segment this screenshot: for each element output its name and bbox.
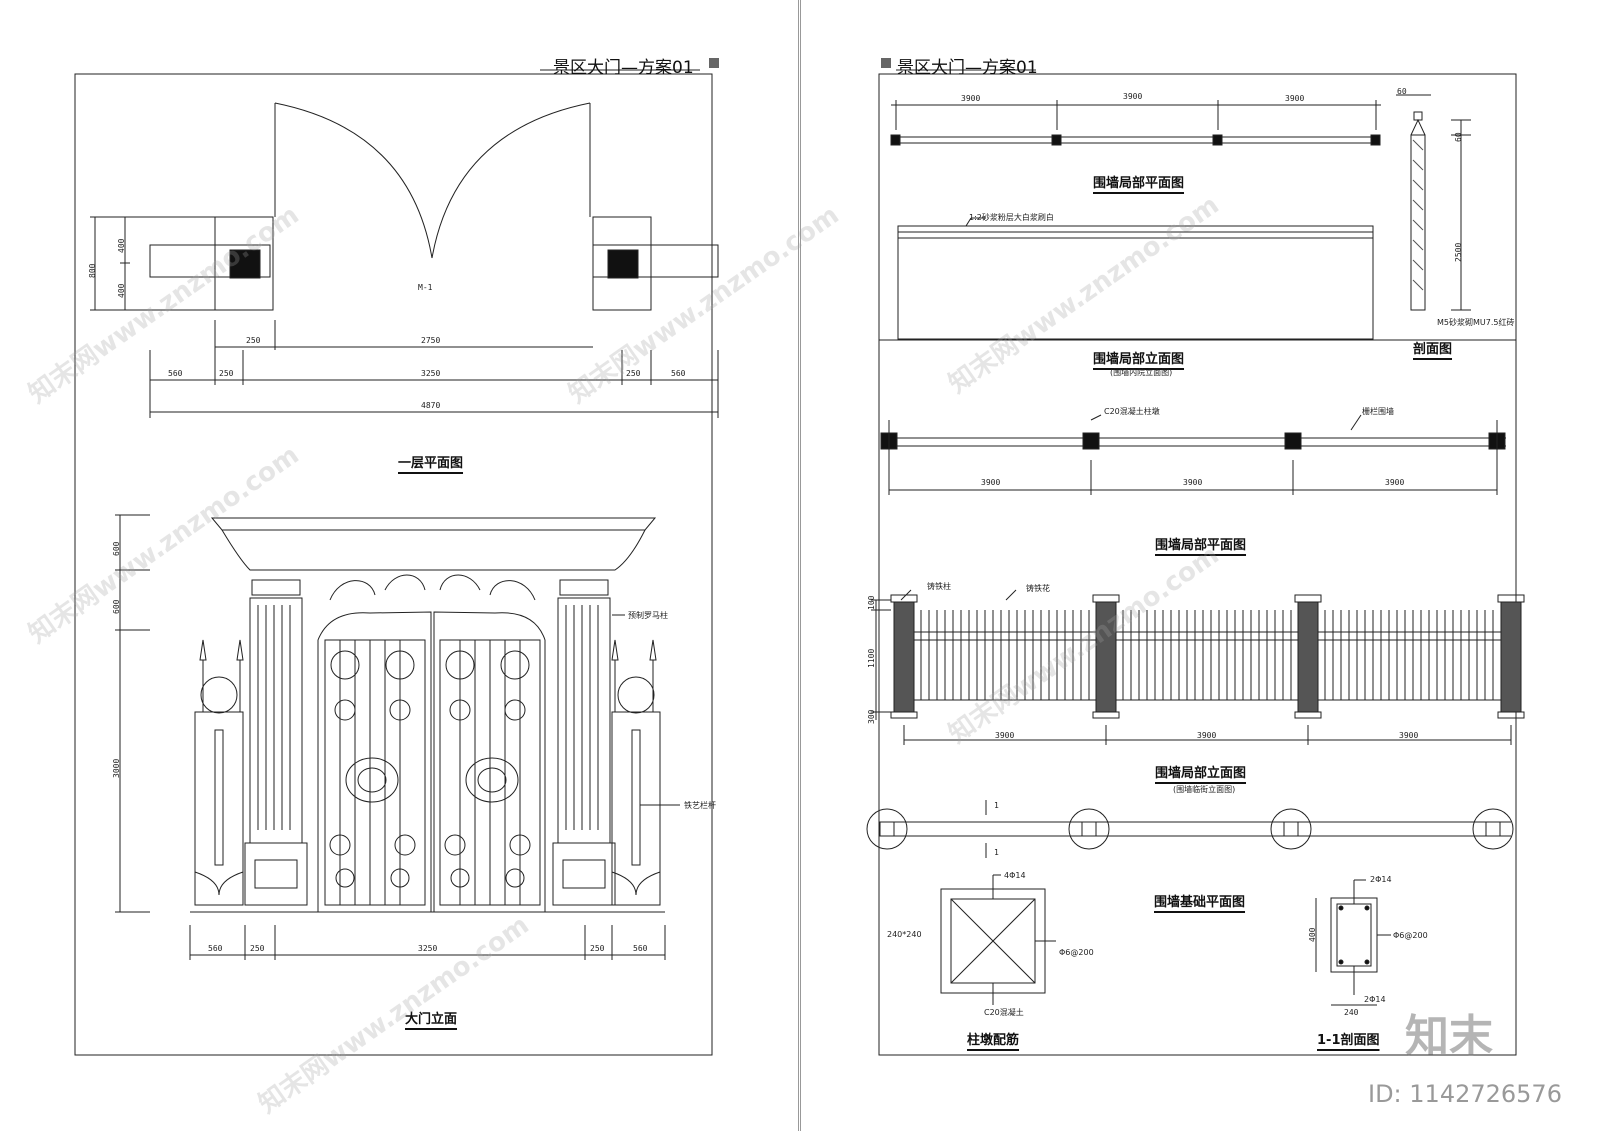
pier-stirrup-note: Φ6@200 [1059, 948, 1094, 957]
plan-dim-3250: 3250 [421, 369, 441, 378]
elev2-caption: 围墙局部立面图 [1155, 766, 1247, 781]
plan2-caption: 围墙局部平面图 [1155, 538, 1247, 553]
plan-dim-2750: 2750 [421, 336, 441, 345]
right-drawing-sheet: 景区大门—方案01 3900 3900 3900 围墙局部平面图 1:2砂浆粉层… [800, 0, 1599, 1131]
sec11-caption: 1-1剖面图 [1317, 1033, 1380, 1048]
fence-dim-2: 3900 [1197, 731, 1217, 740]
fence-vdim-height: 1100 [867, 648, 876, 668]
elev-vdim-capital: 600 [112, 599, 121, 614]
foundation-caption: 围墙基础平面图 [1154, 895, 1246, 910]
plan-vdim-lower: 400 [117, 283, 126, 298]
cast-iron-flower-note: 铸铁花 [1026, 584, 1050, 593]
cast-iron-post-note: 铸铁柱 [927, 582, 951, 591]
plan1-dim-3: 3900 [1285, 94, 1305, 103]
plan-dim-560-right: 560 [671, 369, 686, 378]
fence-wall-note: 栅栏围墙 [1362, 407, 1394, 416]
image-id-label: ID: 1142726576 [1368, 1080, 1562, 1108]
pier-rebar-detail [940, 874, 1056, 1005]
sec11-stirrup: Φ6@200 [1393, 931, 1428, 940]
plan1-caption: 围墙局部平面图 [1093, 176, 1185, 191]
wall-plan-1 [890, 100, 1381, 146]
title-square-marker-right [881, 58, 891, 68]
plan1-dim-1: 3900 [961, 94, 981, 103]
fence-elevation [871, 589, 1525, 745]
right-border-frame [878, 73, 1517, 1056]
elev-dim-250-right: 250 [590, 944, 605, 953]
pier-size-note: 240*240 [887, 930, 922, 939]
plan-dim-250-right: 250 [626, 369, 641, 378]
gate-elevation-caption: 大门立面 [405, 1012, 458, 1027]
pier-caption: 柱墩配筋 [967, 1033, 1020, 1048]
wall-elevation-1 [897, 217, 1374, 340]
elev2-subcaption: (围墙临街立面图) [1173, 785, 1236, 794]
iron-railing-note: 铁艺栏杆 [684, 801, 716, 810]
section-mark-top: 1 [994, 801, 999, 810]
pier-rebar-note: 4Φ14 [1004, 871, 1026, 880]
sec11-top-rebar: 2Φ14 [1370, 875, 1392, 884]
roman-column-note: 预制罗马柱 [628, 611, 668, 620]
section-dim-cap: 60 [1454, 132, 1463, 142]
plan-vdim-upper: 400 [117, 238, 126, 253]
plan-dim-250-left: 250 [219, 369, 234, 378]
sec11-width: 240 [1344, 1008, 1359, 1017]
elev-dim-250-left: 250 [250, 944, 265, 953]
left-border-frame [74, 73, 713, 1056]
floor-plan-drawing [90, 102, 719, 418]
plan1-dim-2: 3900 [1123, 92, 1143, 101]
elev1-subcaption: (围墙内院立面图) [1110, 368, 1173, 377]
wall-section [1396, 94, 1471, 311]
plan-dim-250-top: 250 [246, 336, 261, 345]
concrete-pier-note: C20混凝土柱墩 [1104, 407, 1160, 416]
elev-dim-3250: 3250 [418, 944, 438, 953]
plan2-dim-1: 3900 [981, 478, 1001, 487]
plan-dim-560-left: 560 [168, 369, 183, 378]
section-dim-top: 60 [1397, 87, 1407, 96]
elev-vdim-gate: 3000 [112, 758, 121, 778]
section-caption: 剖面图 [1413, 342, 1453, 357]
elev-dim-560-right: 560 [633, 944, 648, 953]
plan-vdim-total: 800 [88, 263, 97, 278]
wall-plan-2 [880, 414, 1506, 495]
fence-dim-1: 3900 [995, 731, 1015, 740]
fence-dim-3: 3900 [1399, 731, 1419, 740]
title-square-marker [709, 58, 719, 68]
brand-logo-text: 知末 [1405, 1011, 1493, 1062]
section-mark-bottom: 1 [994, 848, 999, 857]
elev1-caption: 围墙局部立面图 [1093, 352, 1185, 367]
left-drawing-sheet: 景区大门—方案01 M-1 800 400 400 250 2750 560 2… [0, 0, 799, 1131]
elev-dim-560-left: 560 [208, 944, 223, 953]
plan-dim-total: 4870 [421, 401, 441, 410]
fence-vdim-base: 300 [867, 709, 876, 724]
door-tag: M-1 [418, 283, 433, 292]
wall-plaster-note: 1:2砂浆粉层大白浆刷白 [969, 213, 1054, 222]
sheet-title: 景区大门—方案01 [553, 58, 694, 78]
fence-vdim-cap: 100 [867, 595, 876, 610]
sec11-bottom-rebar: 2Φ14 [1364, 995, 1386, 1004]
brick-masonry-note: M5砂浆砌MU7.5红砖 [1437, 318, 1515, 327]
section-dim-height: 2500 [1454, 242, 1463, 262]
right-drawing-graphics [866, 58, 1525, 1056]
plan2-dim-3: 3900 [1385, 478, 1405, 487]
sheet-title-right: 景区大门—方案01 [897, 58, 1038, 78]
floor-plan-caption: 一层平面图 [398, 456, 464, 471]
sec11-height: 400 [1308, 927, 1317, 942]
plan2-dim-2: 3900 [1183, 478, 1203, 487]
gate-elevation-drawing [115, 514, 680, 960]
left-drawing-graphics [74, 58, 719, 1056]
foundation-plan [866, 800, 1514, 858]
section-1-1-detail [1315, 879, 1391, 1006]
pier-concrete-note: C20混凝土 [984, 1008, 1024, 1017]
